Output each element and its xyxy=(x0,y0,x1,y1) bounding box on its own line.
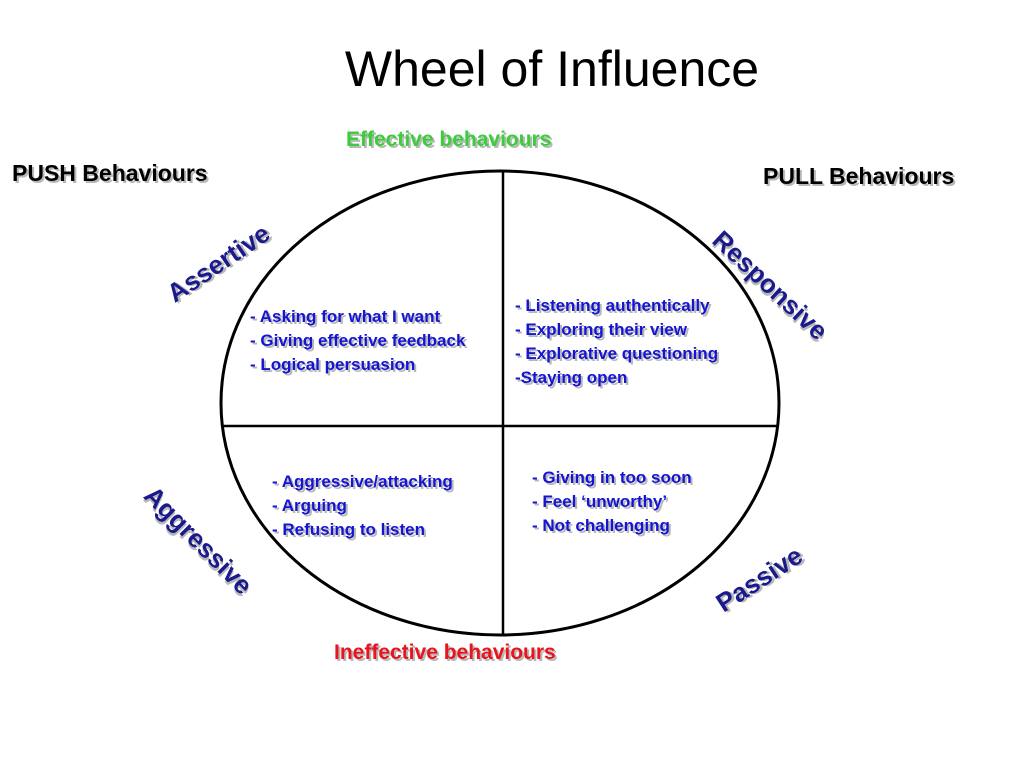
push-behaviours-label: PUSH Behaviours xyxy=(12,160,208,186)
list-item: -Staying open xyxy=(515,368,628,387)
list-item: - Aggressive/attacking xyxy=(272,472,453,491)
list-item: - Asking for what I want xyxy=(250,307,441,326)
passive-behaviours-list: - Giving in too soon - Feel ‘unworthy’ -… xyxy=(532,466,762,538)
effective-behaviours-label: Effective behaviours xyxy=(346,128,552,151)
list-item: - Feel ‘unworthy’ xyxy=(532,492,668,511)
page-title: Wheel of Influence xyxy=(344,41,760,97)
list-item: - Refusing to listen xyxy=(272,520,425,539)
list-item: - Arguing xyxy=(272,496,347,515)
list-item: - Giving effective feedback xyxy=(250,331,466,350)
list-item: - Exploring their view xyxy=(515,320,687,339)
list-item: - Explorative questioning xyxy=(515,344,719,363)
wheel-circle xyxy=(219,169,781,637)
assertive-behaviours-list: - Asking for what I want - Giving effect… xyxy=(250,305,500,377)
responsive-behaviours-list: - Listening authentically - Exploring th… xyxy=(515,294,765,390)
list-item: - Logical persuasion xyxy=(250,355,416,374)
aggressive-behaviours-list: - Aggressive/attacking - Arguing - Refus… xyxy=(272,470,512,542)
list-item: - Not challenging xyxy=(532,516,670,535)
pull-behaviours-label: PULL Behaviours xyxy=(763,163,955,189)
ineffective-behaviours-label: Ineffective behaviours xyxy=(334,641,556,664)
list-item: - Listening authentically xyxy=(515,296,710,315)
list-item: - Giving in too soon xyxy=(532,468,692,487)
